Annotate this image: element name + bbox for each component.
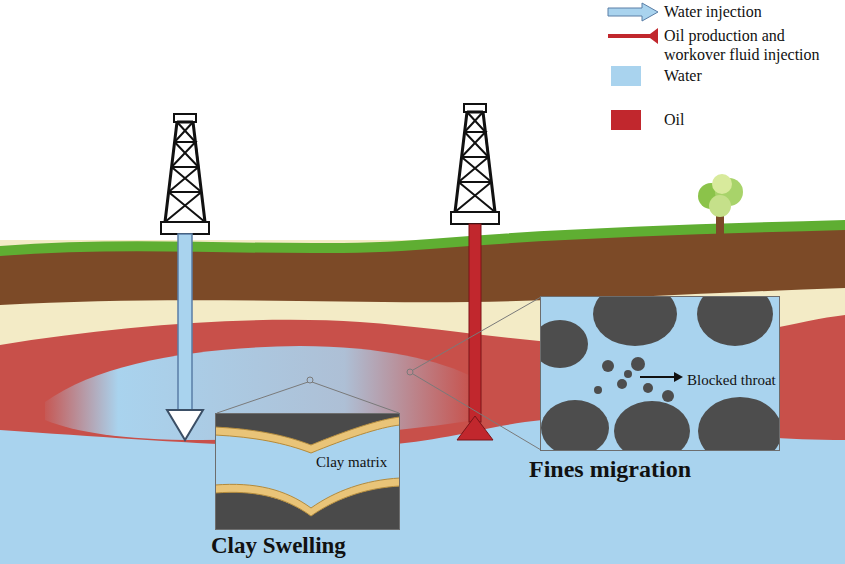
inset-heading: Clay Swelling	[211, 533, 346, 559]
legend-text: Water	[664, 66, 834, 85]
legend: Water injectionOil production and workov…	[602, 2, 834, 140]
legend-row: Water	[602, 66, 834, 110]
production-line-sample	[602, 26, 664, 48]
fines-migration-inset	[540, 296, 780, 451]
legend-text: Oil production and workover fluid inject…	[664, 26, 834, 64]
injection-arrow-sample	[602, 2, 664, 24]
legend-text: Oil	[664, 110, 834, 129]
clay-swelling-box: Clay matrixClay Swelling	[215, 413, 400, 530]
injection-well	[161, 114, 209, 440]
color-swatch	[602, 110, 664, 132]
part-label: Blocked throat	[687, 372, 776, 389]
clay-swelling-inset	[215, 413, 400, 530]
fines-migration-box: Blocked throatFines migration	[540, 296, 780, 451]
color-swatch	[602, 66, 664, 88]
production-well	[451, 104, 499, 440]
legend-text: Water injection	[664, 2, 834, 21]
tree	[698, 174, 743, 242]
legend-row: Water injection	[602, 2, 834, 26]
inset-heading: Fines migration	[529, 455, 691, 483]
legend-row: Oil production and workover fluid inject…	[602, 26, 834, 66]
legend-row: Oil	[602, 110, 834, 140]
part-label: Clay matrix	[316, 454, 387, 471]
